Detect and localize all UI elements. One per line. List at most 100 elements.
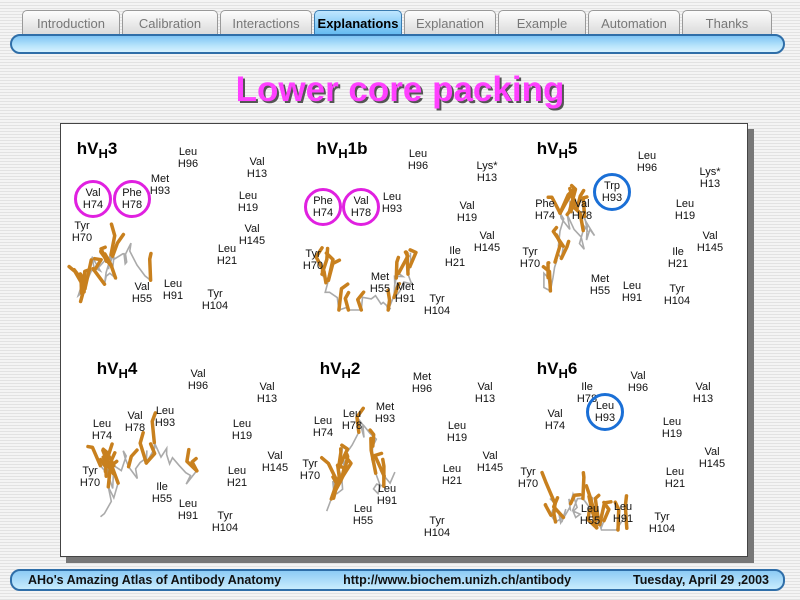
residue-name: Val [695,381,711,393]
residue-name: Leu [232,418,252,430]
residue-position: H93 [381,203,403,215]
residue-name: Lys* [476,160,498,172]
panel-title-number: 3 [107,139,118,158]
residue-position: H13 [699,178,721,190]
residue-position: H104 [648,523,676,535]
residue-position: H13 [692,393,714,405]
residue-position: H70 [302,260,324,272]
residue-position: H55 [151,493,173,505]
residue-name: Val [249,156,265,168]
residue-name: Leu [227,465,247,477]
residue-position: H93 [149,185,171,197]
residue-name: Leu [665,466,685,478]
tab-interactions[interactable]: Interactions [220,10,312,36]
residue-position: H74 [312,427,334,439]
residue-name: Leu [580,503,600,515]
residue-name: Val [244,223,260,235]
residue-name: Leu [353,503,373,515]
residue-position: H78 [571,210,593,222]
residue-name: Val [259,381,275,393]
residue-position: H145 [696,242,724,254]
tab-example[interactable]: Example [498,10,586,36]
residue-name: Trp [603,180,621,192]
residue-position: H13 [476,172,498,184]
residue-name: Val [85,187,101,199]
footer-url[interactable]: http://www.biochem.unizh.ch/antibody [343,573,572,587]
residue-name: Val [127,410,143,422]
panel-title: hVH6 [537,359,578,381]
residue-position: H91 [621,292,643,304]
residue-position: H145 [698,458,726,470]
residue-position: H91 [612,513,634,525]
residue-name: Tyr [429,293,445,305]
tab-explanation[interactable]: Explanation [404,10,496,36]
tab-introduction[interactable]: Introduction [22,10,120,36]
residue-name: Met [150,173,170,185]
residue-name: Leu [238,190,258,202]
residue-name: Leu [622,280,642,292]
residue-name: Val [459,200,475,212]
residue-name: Leu [313,415,333,427]
residue-name: Tyr [522,246,538,258]
residue-position: H96 [177,158,199,170]
residue-position: H13 [246,168,268,180]
residue-position: H96 [627,382,649,394]
residue-name: Val [479,230,495,242]
residue-position: H93 [594,412,616,424]
residue-name: Phe [535,198,555,210]
residue-name: Leu [92,418,112,430]
residue-name: Leu [675,198,695,210]
residue-position: H70 [519,258,541,270]
residue-position: H93 [601,192,623,204]
panel-title-number: 1b [347,139,368,158]
residue-position: H91 [177,510,199,522]
residue-name: Tyr [305,248,321,260]
residue-position: H96 [407,160,429,172]
residue-name: Leu [637,150,657,162]
residue-name: Tyr [654,511,670,523]
residue-position: H104 [211,522,239,534]
residue-name: Val [630,370,646,382]
residue-position: H19 [674,210,696,222]
residue-name: Met [590,273,610,285]
panel-title-subscript: H [558,146,568,161]
residue-name: Tyr [82,465,98,477]
residue-name: Leu [408,148,428,160]
tab-automation[interactable]: Automation [588,10,680,36]
residue-position: H55 [131,293,153,305]
residue-name: Ile [581,381,593,393]
tab-explanations[interactable]: Explanations [314,10,402,36]
residue-position: H74 [544,420,566,432]
residue-position: H104 [423,527,451,539]
tab-thanks[interactable]: Thanks [682,10,772,36]
residue-position: H96 [187,380,209,392]
panel-title-subscript: H [118,366,128,381]
tab-calibration[interactable]: Calibration [122,10,218,36]
